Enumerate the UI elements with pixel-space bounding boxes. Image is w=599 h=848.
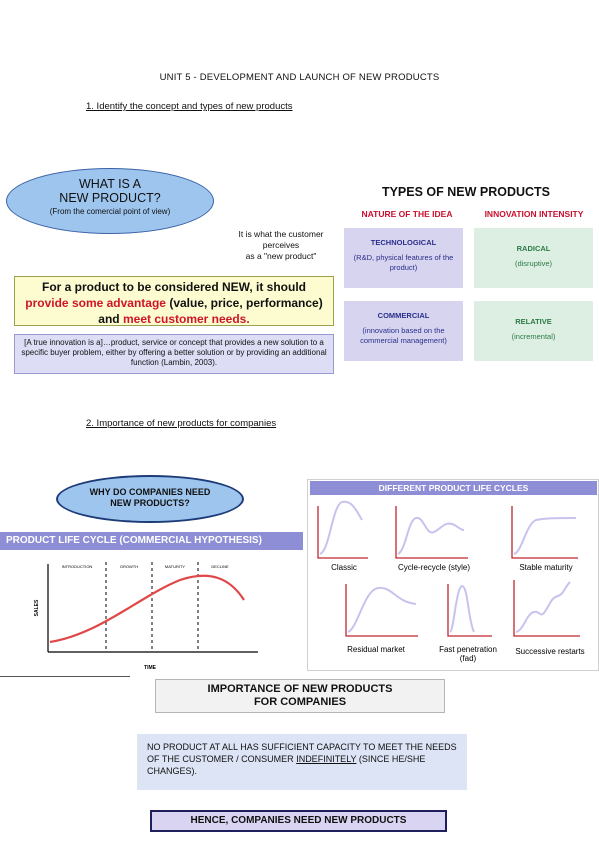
condition-advantage: provide some advantage <box>25 296 166 310</box>
cycle-recycle-graph <box>395 506 468 559</box>
plc-banner: PRODUCT LIFE CYCLE (COMMERCIAL HYPOTHESI… <box>0 532 303 550</box>
stage-growth: GROWTH <box>120 564 138 569</box>
intensity-heading: INNOVATION INTENSITY <box>484 209 584 219</box>
radical-desc: (disruptive) <box>514 259 553 268</box>
types-title: TYPES OF NEW PRODUCTS <box>381 185 551 199</box>
successive-restarts-graph <box>513 580 580 637</box>
label-fast-penetration: Fast penetration <box>439 645 497 654</box>
condition-line3: and meet customer needs. <box>15 311 333 327</box>
stage-introduction: INTRODUCTION <box>62 564 93 569</box>
what-is-new-product-ellipse: WHAT IS A NEW PRODUCT? (From the comerci… <box>6 168 214 234</box>
condition-and: and <box>98 312 123 326</box>
plc-chart: INTRODUCTION GROWTH MATURITY DECLINE SAL… <box>34 562 258 671</box>
stage-maturity: MATURITY <box>165 564 185 569</box>
what-is-subtitle: (From the comercial point of view) <box>49 207 171 216</box>
perceives-line2: perceives <box>262 240 300 250</box>
stage-decline: DECLINE <box>211 564 229 569</box>
importance-body-1: NO PRODUCT AT ALL HAS SUFFICIENT CAPACIT… <box>147 742 457 764</box>
importance-title-box: IMPORTANCE OF NEW PRODUCTS FOR COMPANIES <box>155 679 445 713</box>
innovation-quote-box: [A true innovation is a]…product, servic… <box>14 334 334 374</box>
importance-title-line2: FOR COMPANIES <box>253 696 347 708</box>
new-product-condition-box: For a product to be considered NEW, it s… <box>14 276 334 326</box>
plc-curve <box>49 574 245 644</box>
residual-market-graph <box>345 584 418 637</box>
commercial-title: COMMERCIAL <box>377 311 430 320</box>
innovation-quote: [A true innovation is a]…product, servic… <box>21 338 327 367</box>
technological-box: TECHNOLOGICAL (R&D, physical features of… <box>344 228 463 288</box>
section-1-heading: 1. Identify the concept and types of new… <box>86 101 293 112</box>
technological-title: TECHNOLOGICAL <box>370 238 437 247</box>
hence-box: HENCE, COMPANIES NEED NEW PRODUCTS <box>150 810 447 832</box>
importance-body-2: (SINCE HE/SHE CHANGES). <box>147 754 426 776</box>
customer-perceives-text: It is what the customer perceives as a "… <box>224 229 338 262</box>
condition-advantage-detail: (value, price, performance) <box>165 296 323 310</box>
condition-line2: provide some advantage (value, price, pe… <box>15 295 333 311</box>
why-companies-ellipse: WHY DO COMPANIES NEED NEW PRODUCTS? <box>56 475 244 523</box>
unit-title: UNIT 5 - DEVELOPMENT AND LAUNCH OF NEW P… <box>159 72 440 83</box>
nature-heading: NATURE OF THE IDEA <box>361 209 453 219</box>
label-successive-restarts: Successive restarts <box>515 647 584 656</box>
importance-indefinitely: INDEFINITELY <box>296 754 357 764</box>
label-residual-market: Residual market <box>347 645 406 654</box>
section-2-heading: 2. Importance of new products for compan… <box>86 418 277 429</box>
importance-title-line1: IMPORTANCE OF NEW PRODUCTS <box>207 683 393 695</box>
classic-graph <box>317 500 368 559</box>
what-is-line1: WHAT IS A <box>78 177 142 191</box>
perceives-line3: as a "new product" <box>245 251 317 261</box>
label-classic: Classic <box>331 563 357 572</box>
condition-line1: For a product to be considered NEW, it s… <box>41 280 306 294</box>
why-line2: NEW PRODUCTS? <box>110 498 190 508</box>
different-plc-banner: DIFFERENT PRODUCT LIFE CYCLES <box>310 481 597 495</box>
relative-desc: (incremental) <box>511 332 556 341</box>
label-cycle-recycle: Cycle-recycle (style) <box>398 563 470 572</box>
plc-ylabel: SALES <box>34 599 40 616</box>
radical-title: RADICAL <box>516 244 551 253</box>
condition-needs: meet customer needs. <box>122 312 250 326</box>
radical-box: RADICAL (disruptive) <box>474 228 593 288</box>
plc-xlabel: TIME <box>144 665 157 671</box>
relative-box: RELATIVE (incremental) <box>474 301 593 361</box>
perceives-line1: It is what the customer <box>238 229 324 239</box>
importance-body-box: NO PRODUCT AT ALL HAS SUFFICIENT CAPACIT… <box>137 734 467 790</box>
different-plc-panel: Classic Cycle-recycle (style) Stable mat… <box>307 479 599 671</box>
divider-line <box>0 676 130 677</box>
different-plc-graphs: Classic Cycle-recycle (style) Stable mat… <box>317 500 585 663</box>
stable-maturity-graph <box>511 506 578 559</box>
relative-title: RELATIVE <box>515 317 552 326</box>
label-fad: (fad) <box>460 654 477 663</box>
technological-desc: (R&D, physical features of the product) <box>353 253 454 272</box>
commercial-desc: (innovation based on the commercial mana… <box>360 326 447 345</box>
why-line1: WHY DO COMPANIES NEED <box>89 487 211 497</box>
label-stable-maturity: Stable maturity <box>519 563 572 572</box>
what-is-line2: NEW PRODUCT? <box>59 191 161 205</box>
commercial-box: COMMERCIAL (innovation based on the comm… <box>344 301 463 361</box>
fast-penetration-graph <box>447 584 492 637</box>
